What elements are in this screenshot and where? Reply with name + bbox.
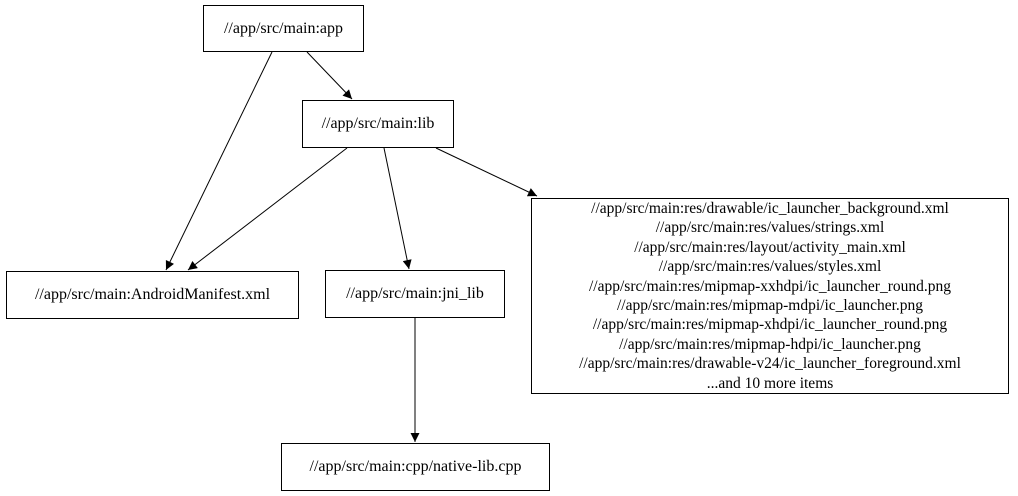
resource-line: //app/src/main:res/mipmap-xxhdpi/ic_laun… — [588, 277, 951, 295]
edge-lib-to-manifest — [187, 147, 348, 271]
edge-lib-to-jni-lib — [383, 147, 412, 270]
node-jni-lib-label: //app/src/main:jni_lib — [346, 285, 484, 302]
resource-line: //app/src/main:res/layout/activity_main.… — [634, 238, 906, 256]
resource-line: //app/src/main:res/mipmap-hdpi/ic_launch… — [619, 335, 921, 353]
node-jni-lib: //app/src/main:jni_lib — [325, 270, 505, 318]
node-lib-label: //app/src/main:lib — [321, 115, 435, 132]
edge-app-to-manifest — [165, 51, 273, 271]
node-native-lib-cpp-label: //app/src/main:cpp/native-lib.cpp — [309, 458, 522, 475]
resources-more-items-label: ...and 10 more items — [706, 374, 834, 392]
resource-line: //app/src/main:res/values/styles.xml — [658, 258, 882, 276]
resource-line: //app/src/main:res/mipmap-xhdpi/ic_launc… — [592, 316, 948, 334]
node-app: //app/src/main:app — [203, 5, 364, 52]
node-app-label: //app/src/main:app — [223, 19, 344, 37]
edge-lib-to-resources — [435, 147, 538, 197]
resource-line: //app/src/main:res/mipmap-mdpi/ic_launch… — [616, 297, 924, 314]
resource-line: //app/src/main:res/drawable/ic_launcher_… — [591, 199, 949, 217]
node-android-manifest: //app/src/main:AndroidManifest.xml — [6, 271, 299, 319]
resource-line: //app/src/main:res/drawable-v24/ic_launc… — [579, 355, 961, 373]
node-android-manifest-label: //app/src/main:AndroidManifest.xml — [34, 286, 271, 303]
node-lib: //app/src/main:lib — [302, 100, 454, 148]
node-native-lib-cpp: //app/src/main:cpp/native-lib.cpp — [281, 443, 550, 491]
resource-line: //app/src/main:res/values/strings.xml — [655, 219, 885, 237]
edge-app-to-lib — [306, 51, 353, 100]
node-resources-group: //app/src/main:res/drawable/ic_launcher_… — [531, 198, 1009, 394]
